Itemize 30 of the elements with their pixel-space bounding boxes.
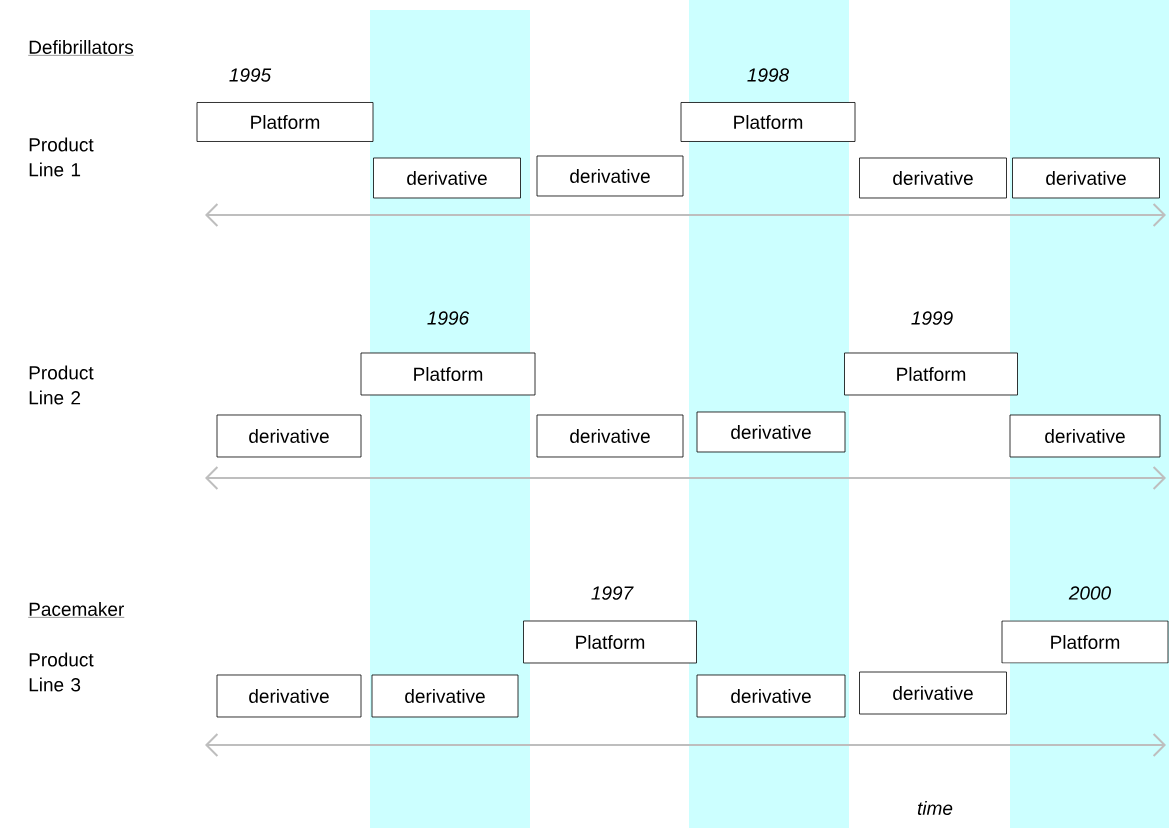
timeline-box: derivative: [696, 674, 846, 718]
timeline-box: Platform: [844, 352, 1018, 396]
timeline-box: derivative: [859, 671, 1007, 715]
timeline-box: Platform: [360, 352, 536, 396]
timeline-box: derivative: [373, 157, 521, 199]
axis-label: time: [917, 801, 953, 815]
heading: Pacemaker: [28, 602, 125, 618]
timeline-box: derivative: [859, 157, 1007, 199]
year-label: 1996: [427, 311, 470, 325]
timeline-box: derivative: [1012, 157, 1160, 199]
year-label: 2000: [1068, 586, 1111, 600]
year-label: 1997: [591, 586, 634, 600]
year-label: 1998: [747, 68, 789, 82]
year-label: 1999: [911, 311, 953, 325]
year-label: 1995: [229, 68, 272, 82]
timeline-box: Platform: [523, 620, 697, 664]
timeline-box: derivative: [216, 414, 362, 458]
timeline-box: derivative: [1009, 414, 1161, 458]
heading: Defibrillators: [28, 40, 134, 56]
row-label: Product Line 1: [29, 137, 94, 177]
timeline-box: derivative: [696, 411, 846, 453]
row-label: Product Line 3: [29, 652, 94, 692]
timeline-box: derivative: [371, 674, 519, 718]
timeline-box: Platform: [1001, 620, 1169, 664]
timeline-box: derivative: [216, 674, 362, 718]
timeline-box: derivative: [536, 414, 684, 458]
row-label: Product Line 2: [29, 365, 94, 405]
timeline-box: Platform: [196, 102, 374, 142]
timeline-box: Platform: [680, 102, 856, 142]
timeline-box: derivative: [536, 155, 684, 197]
